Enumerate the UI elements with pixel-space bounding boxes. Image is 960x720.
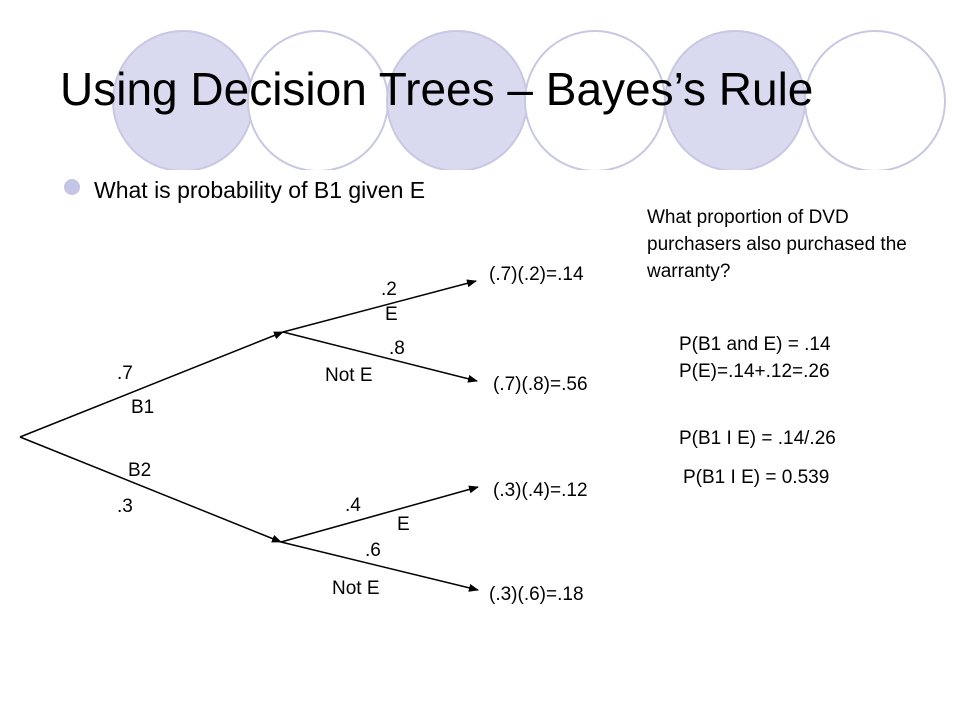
- decorative-circles: [112, 30, 946, 170]
- upper-e-label: E: [385, 304, 398, 325]
- lower-not-e-result: (.3)(.6)=.18: [489, 584, 584, 605]
- lower-not-e-label: Not E: [332, 578, 380, 599]
- bullet-icon: [64, 179, 80, 195]
- upper-e-probability: .2: [381, 279, 397, 300]
- lower-e-probability: .4: [345, 495, 361, 516]
- calc-conditional-formula: P(B1 I E) = .14/.26: [679, 428, 836, 449]
- upper-e-result: (.7)(.2)=.14: [489, 264, 584, 285]
- branch-b1-not-e: [282, 331, 478, 383]
- slide-title: Using Decision Trees – Bayes’s Rule: [60, 63, 814, 115]
- bullet-text: What is probability of B1 given E: [94, 177, 426, 203]
- branch-b1: [19, 331, 284, 438]
- branch-b2-not-e: [280, 541, 479, 592]
- calc-marginal-probability: P(E)=.14+.12=.26: [679, 361, 830, 382]
- branch-b2: [19, 436, 282, 543]
- b2-probability: .3: [117, 496, 133, 517]
- upper-not-e-label: Not E: [325, 365, 373, 386]
- lower-not-e-probability: .6: [365, 540, 381, 561]
- branch-b2-e: [280, 485, 479, 543]
- calc-joint-probability: P(B1 and E) = .14: [679, 334, 831, 355]
- upper-not-e-result: (.7)(.8)=.56: [493, 374, 588, 395]
- calc-conditional-result: P(B1 I E) = 0.539: [683, 467, 830, 488]
- question-text: What proportion of DVD purchasers also p…: [647, 207, 907, 282]
- b1-label: B1: [131, 397, 155, 418]
- b2-label: B2: [128, 460, 152, 481]
- lower-e-result: (.3)(.4)=.12: [493, 480, 588, 501]
- b1-probability: .7: [117, 363, 133, 384]
- upper-not-e-probability: .8: [389, 338, 405, 359]
- branch-b1-e: [282, 279, 477, 333]
- lower-e-label: E: [397, 514, 410, 535]
- deco-circle-6: [804, 30, 946, 170]
